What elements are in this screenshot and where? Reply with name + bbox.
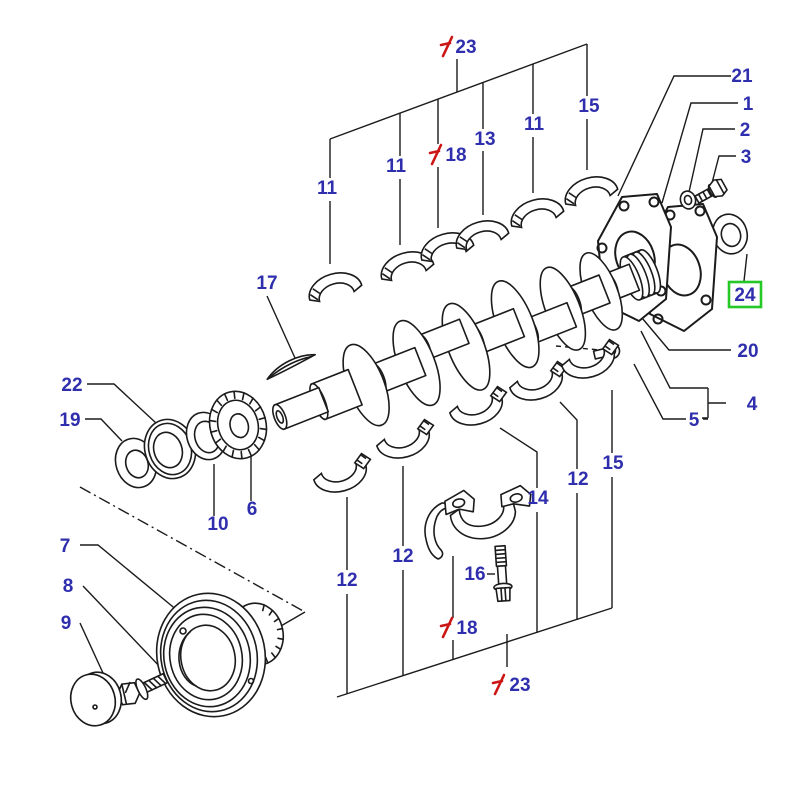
callout-1[interactable]: 1: [743, 94, 754, 115]
callout-10[interactable]: 10: [207, 514, 228, 535]
callout-22[interactable]: 22: [61, 375, 82, 396]
callout-15-top[interactable]: 15: [578, 96, 600, 117]
assembly-axis-line: [79, 486, 306, 613]
bracket-bottom-23: [336, 607, 613, 698]
parts-drawing: [69, 170, 749, 727]
bracket-top-23: [329, 43, 588, 140]
thrust-washer-upper: [266, 353, 316, 381]
callout-23-bottom[interactable]: 23: [509, 675, 530, 696]
callout-6[interactable]: 6: [247, 499, 258, 520]
callout-16[interactable]: 16: [464, 564, 485, 585]
callout-21[interactable]: 21: [731, 66, 753, 87]
callout-17[interactable]: 17: [256, 273, 277, 294]
callout-7[interactable]: 7: [60, 536, 71, 557]
pulley-bolt: [116, 672, 169, 706]
callout-11-a[interactable]: 11: [317, 178, 338, 199]
rear-oil-seal: [711, 213, 749, 255]
callout-23-top[interactable]: 23: [455, 37, 476, 58]
callout-9[interactable]: 9: [61, 613, 72, 634]
flag-icon-18-bottom: [439, 616, 454, 639]
callout-13[interactable]: 13: [474, 129, 495, 150]
flag-icon-23-top: [439, 35, 454, 58]
callout-labels: 23 11 11 18 13 11 15 21 1 2 3 24 20 4 5 …: [59, 37, 758, 696]
callout-19[interactable]: 19: [59, 410, 80, 431]
callout-4[interactable]: 4: [747, 394, 758, 415]
retainer-bolt: [694, 178, 728, 204]
front-seal-ring: [143, 418, 197, 480]
callout-24[interactable]: 24: [734, 285, 756, 306]
upper-bearing-shells: [303, 170, 620, 305]
callout-8[interactable]: 8: [63, 576, 74, 597]
callout-15-bottom[interactable]: 15: [602, 453, 624, 474]
callout-3[interactable]: 3: [741, 147, 752, 168]
callout-12-b[interactable]: 12: [392, 546, 413, 567]
callout-11-b[interactable]: 11: [386, 156, 407, 177]
timing-sprocket: [208, 390, 268, 460]
callout-2[interactable]: 2: [740, 120, 751, 141]
callout-5[interactable]: 5: [689, 410, 700, 431]
callout-18-bottom[interactable]: 18: [456, 618, 477, 639]
callout-14[interactable]: 14: [527, 488, 549, 509]
bearing-cap-stud: [493, 544, 513, 603]
pulley-washer: [69, 671, 123, 727]
leader-lines: [79, 43, 748, 698]
crankshaft: [271, 248, 662, 431]
bracket-4: [640, 330, 726, 419]
highlight-box-24: [727, 280, 763, 309]
crank-pulley: [155, 592, 267, 718]
callout-20[interactable]: 20: [737, 341, 758, 362]
retainer-washer: [679, 190, 697, 210]
callout-18-top[interactable]: 18: [445, 145, 466, 166]
callout-12-a[interactable]: 12: [336, 570, 357, 591]
callout-12-c[interactable]: 12: [567, 469, 588, 490]
flag-icon-18-top: [428, 143, 443, 166]
callout-11-c[interactable]: 11: [524, 114, 545, 135]
center-bearing-cap: [444, 484, 532, 540]
flag-icon-23-bottom: [491, 673, 506, 696]
